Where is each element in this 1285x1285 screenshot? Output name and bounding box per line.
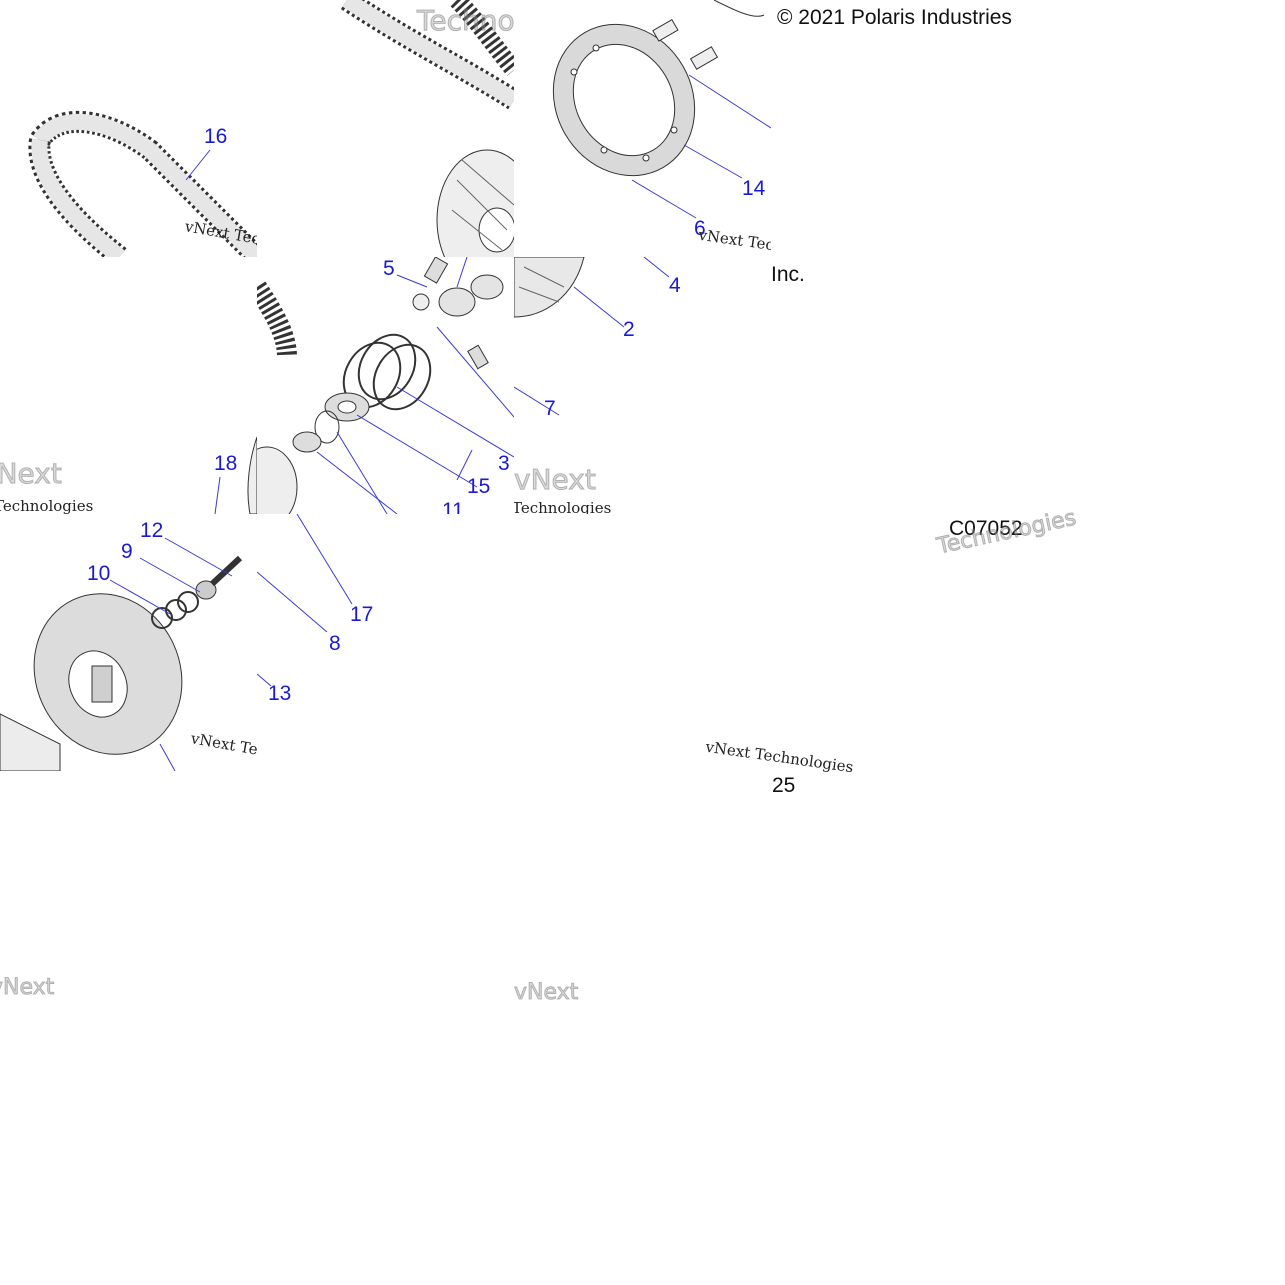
drive-belt-illustration [28, 110, 257, 257]
diagram-tile-callouts-lower: 17 8 13 [257, 514, 514, 771]
callout-6: 6 [694, 217, 706, 240]
watermark-logo-bottom-left: vNext [0, 975, 55, 1001]
callout-5: 5 [383, 257, 395, 280]
callout-15: 15 [467, 475, 491, 498]
spring-assembly-illustration [257, 257, 514, 514]
callout-2: 2 [623, 318, 635, 341]
lower-leaders [257, 514, 353, 687]
cover-plate-illustration [552, 0, 771, 219]
callout-10: 10 [87, 562, 111, 585]
diagram-tile-sheave-lower: 12 9 10 vNext Technologies [0, 514, 257, 771]
diagram-tile-belt: 16 vNext Technologies [0, 0, 257, 257]
callout-12: 12 [140, 519, 164, 542]
callout-13: 13 [268, 682, 292, 705]
callout-3: 3 [498, 452, 510, 475]
diagram-code: C07052 [949, 517, 1023, 540]
leader-lines-mid [456, 449, 473, 481]
callout-18: 18 [214, 452, 238, 475]
fixed-sheave-illustration [0, 537, 243, 771]
watermark-text-page: vNext Technologies [704, 737, 855, 777]
diagram-tile-cover: 14 6 vNext Technologies [514, 0, 771, 257]
copyright-text: © 2021 Polaris Industries [777, 6, 1012, 29]
callout-4: 4 [669, 274, 681, 297]
left-mid-illustration [214, 436, 257, 514]
callout-14: 14 [742, 177, 766, 200]
callout-7: 7 [544, 397, 556, 420]
page-number: 25 [772, 774, 796, 797]
belt-upper-illustration [340, 0, 514, 257]
watermark-logo-bottom-mid: vNext [513, 980, 579, 1006]
callout-9: 9 [121, 540, 133, 563]
callout-17: 17 [350, 603, 374, 626]
copyright-suffix: Inc. [771, 263, 805, 286]
diagram-tile-spring: 5 [257, 257, 514, 514]
callout-16: 16 [204, 125, 228, 148]
diagram-tile-left-mid: 18 vNext Technologies [0, 257, 257, 514]
diagram-tile-belt-upper: Technologies [257, 0, 514, 257]
sheave-illustration [514, 257, 670, 416]
callout-8: 8 [329, 632, 341, 655]
